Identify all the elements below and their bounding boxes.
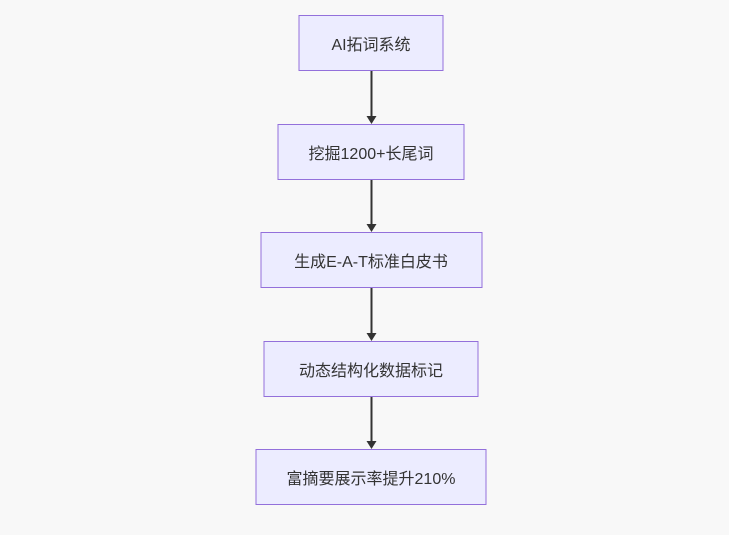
flowchart: AI拓词系统 挖掘1200+长尾词 生成E-A-T标准白皮书 动态结构化数据标记 xyxy=(255,15,487,505)
node-label: 挖掘1200+长尾词 xyxy=(308,146,434,163)
arrow-down-icon xyxy=(364,397,378,449)
arrow-down-icon xyxy=(364,71,378,124)
node-label: AI拓词系统 xyxy=(331,37,411,54)
edge-arrowhead xyxy=(366,224,376,232)
flowchart-node-ai-system: AI拓词系统 xyxy=(298,15,444,71)
flowchart-node-longtail-keywords: 挖掘1200+长尾词 xyxy=(277,124,465,180)
edge-line xyxy=(370,71,372,117)
edge-arrowhead xyxy=(366,116,376,124)
node-label: 生成E-A-T标准白皮书 xyxy=(294,254,448,271)
edge-line xyxy=(370,288,372,334)
flowchart-node-eat-whitepaper: 生成E-A-T标准白皮书 xyxy=(260,232,482,288)
edge-line xyxy=(370,397,372,442)
arrow-down-icon xyxy=(364,180,378,232)
node-label: 动态结构化数据标记 xyxy=(298,363,443,380)
flowchart-node-structured-data: 动态结构化数据标记 xyxy=(263,341,479,397)
node-label: 富摘要展示率提升210% xyxy=(286,471,456,488)
flowchart-node-rich-snippet-result: 富摘要展示率提升210% xyxy=(255,449,487,505)
edge-line xyxy=(370,180,372,225)
arrow-down-icon xyxy=(364,288,378,341)
edge-arrowhead xyxy=(366,441,376,449)
edge-arrowhead xyxy=(366,333,376,341)
